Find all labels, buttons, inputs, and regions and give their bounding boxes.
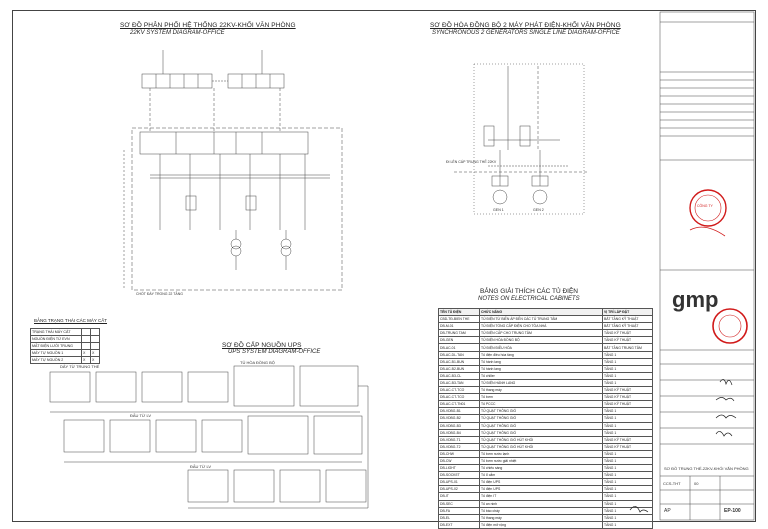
subtitle-ups-diagram: UPS SYSTEM DIAGRAM-OFFICE	[228, 349, 321, 355]
mv-panel-left	[141, 73, 213, 89]
stamp-text: CÔNG TY	[697, 204, 713, 208]
subtitle-22kv-diagram: 22KV SYSTEM DIAGRAM-OFFICE	[130, 30, 225, 36]
drawing-frame	[12, 10, 756, 522]
gen-1-label: GEN 1	[493, 208, 504, 212]
diagram-note-left: CHỐT ĐÁY TRONG 22 TẦNG	[136, 292, 184, 296]
ups-row-label-1: DÂY TỪ TRUNG THẾ	[60, 364, 100, 369]
scale: AP	[664, 508, 671, 514]
cabinet-table-subtitle: NOTES ON ELECTRICAL CABINETS	[478, 296, 580, 302]
drawing-number: EP-100	[724, 508, 741, 514]
cabinet-table-title: BẢNG GIẢI THÍCH CÁC TỦ ĐIỆN	[480, 288, 578, 295]
drawing-code: CCS-THT	[663, 481, 681, 486]
approval-stamps	[689, 189, 748, 344]
firm-logo: gmp	[672, 287, 719, 312]
subtitle-generator-sync: SYNCHRONOUS 2 GENERATORS SINGLE LINE DIA…	[432, 30, 620, 36]
switch-table-cell: X	[90, 356, 100, 364]
project-title: SƠ ĐỒ TRUNG THẾ-22KV-KHỐI VĂN PHÒNG	[664, 466, 749, 471]
ups-row-label-2: ĐẤU TỪ LV	[130, 413, 152, 418]
switch-table-title: BẢNG TRẠNG THÁI CÁC MÁY CẮT	[34, 318, 108, 323]
ups-sync-cabinet-label: TỦ HÒA ĐỒNG BỘ	[240, 360, 275, 365]
title-22kv-diagram: SƠ ĐỒ PHÂN PHỐI HỆ THỐNG 22KV-KHỐI VĂN P…	[120, 22, 296, 29]
gen-2-label: GEN 2	[533, 208, 544, 212]
signatures	[629, 379, 737, 513]
ups-row-label-3: ĐẤU TỪ LV	[190, 464, 212, 469]
title-ups-diagram: SƠ ĐỒ CẤP NGUỒN UPS	[222, 342, 302, 349]
revision: 00	[694, 481, 699, 486]
diagram-note-right: ĐI LÊN CÁP TRUNG THẾ 22KV	[446, 160, 497, 164]
cabinet-notes-table: TÊN TỦ ĐIỆN CHỨC NĂNG VỊ TRÍ LẮP ĐẶT CBD…	[438, 307, 653, 529]
title-generator-sync: SƠ ĐỒ HÒA ĐỒNG BỘ 2 MÁY PHÁT ĐIỆN-KHỐI V…	[430, 22, 621, 29]
